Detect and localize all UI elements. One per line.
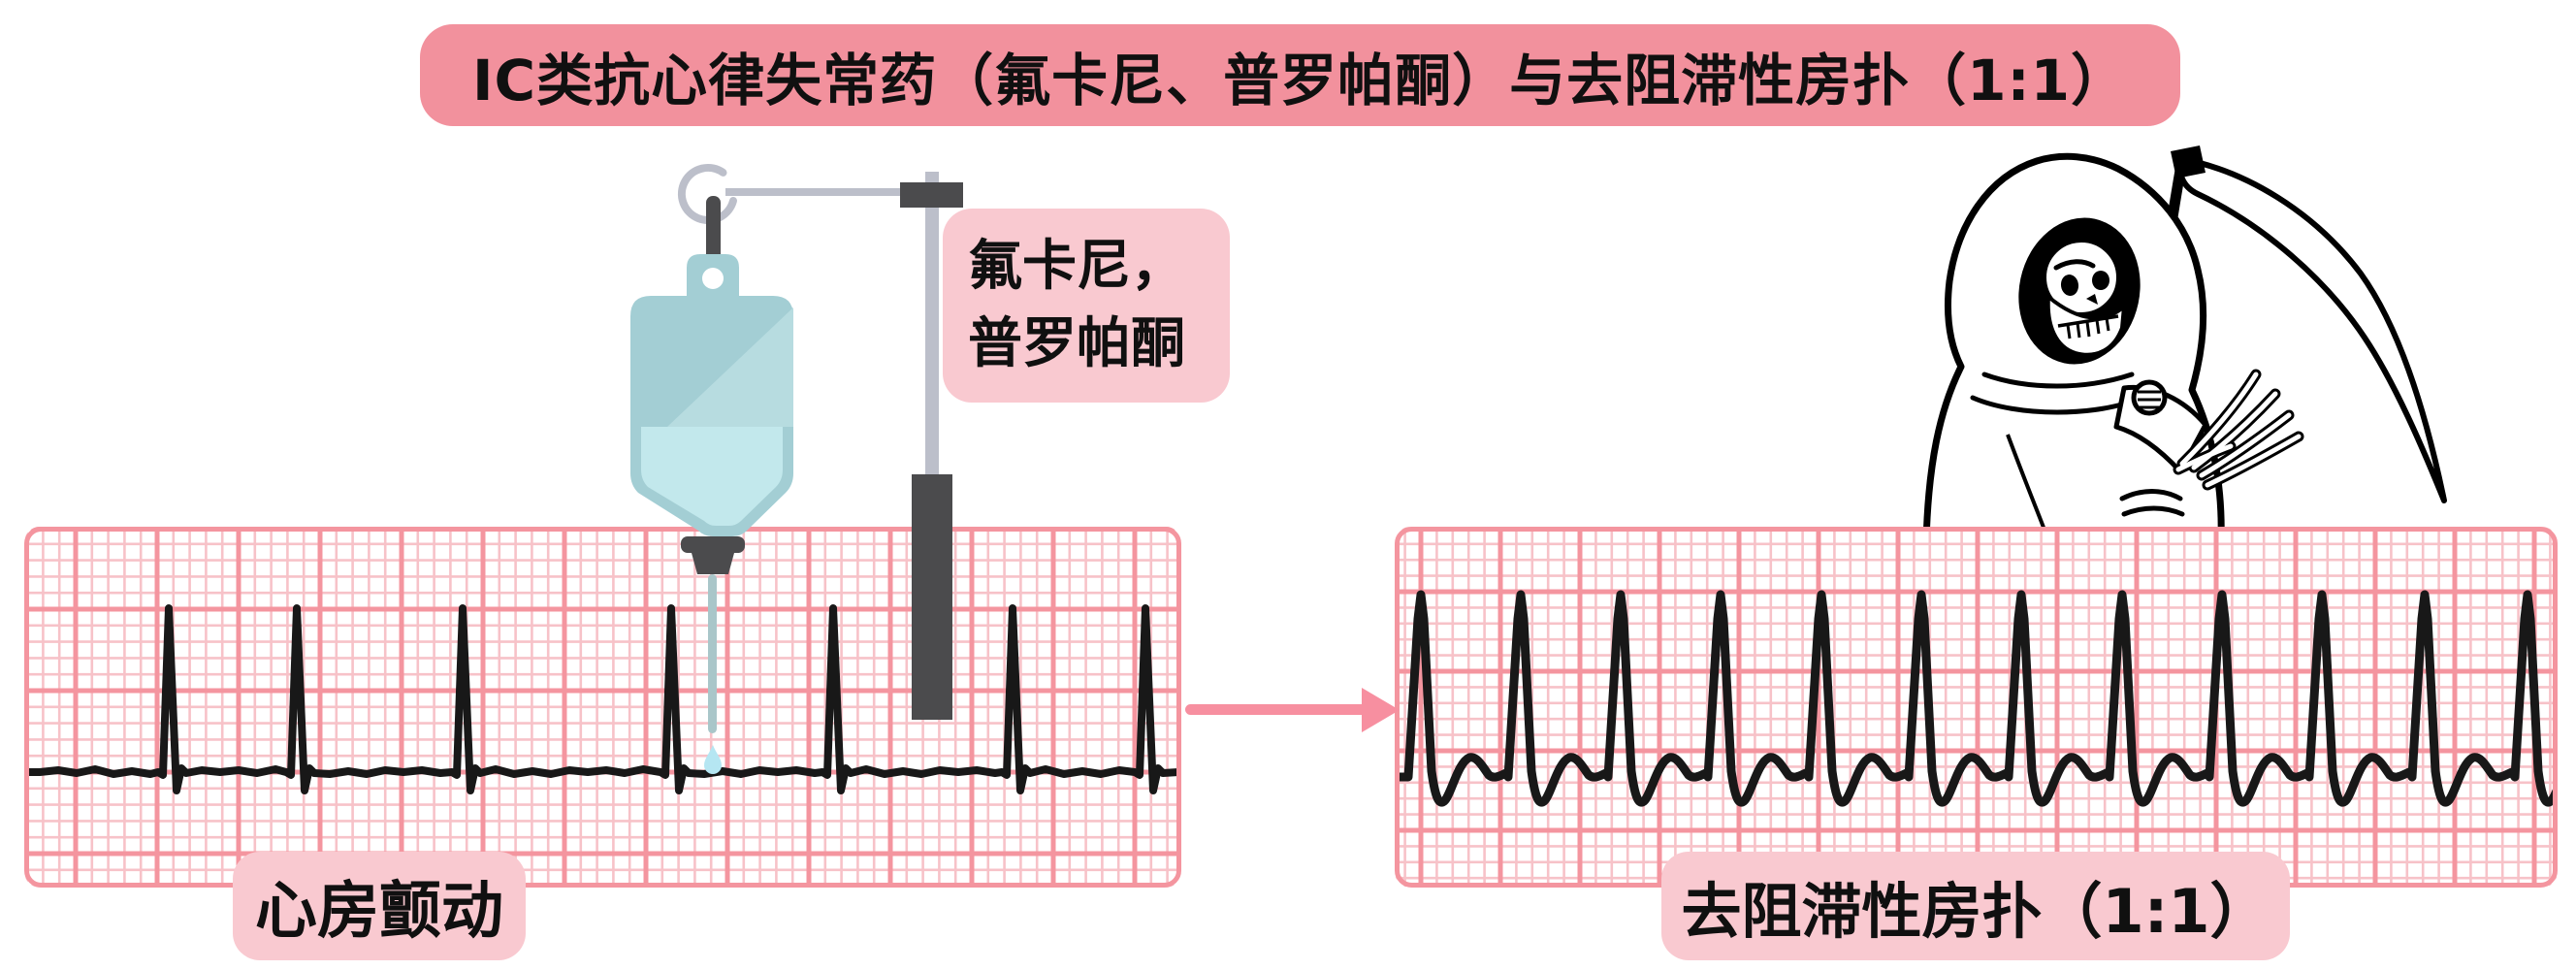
- ecg-strip-atrial-fibrillation: [24, 527, 1181, 888]
- conversion-arrow-icon: [1185, 688, 1400, 732]
- iv-pole: [925, 172, 939, 477]
- scythe-blade: [2176, 156, 2447, 503]
- skull-teeth: [2066, 317, 2110, 340]
- drip-nozzle-flange: [681, 536, 745, 553]
- iv-pole-clamp: [900, 182, 963, 208]
- drug-label-line2: 普罗帕酮: [968, 312, 1185, 375]
- grip-hand: [2131, 379, 2168, 416]
- ecg-left-caption-text: 心房颤动: [255, 876, 503, 948]
- drug-label-line1: 氟卡尼，: [968, 235, 1185, 299]
- scythe-mount: [2171, 146, 2206, 178]
- title-text: IC类抗心律失常药（氟卡尼、普罗帕酮）与去阻滞性房扑（1:1）: [471, 47, 2129, 113]
- skull-brow: [2053, 259, 2096, 271]
- robe-fold-1: [1981, 372, 2135, 389]
- skull-eye-left: [2060, 275, 2079, 296]
- iv-hook: [677, 163, 737, 224]
- ecg-left-caption: 心房颤动: [233, 852, 526, 960]
- grip-knuckles: [2138, 390, 2161, 409]
- ecg-strip-atrial-flutter: [1395, 527, 2558, 888]
- skull-jaw: [2045, 295, 2126, 357]
- ecg-trace-flutter: [1395, 590, 2558, 807]
- iv-arm: [725, 188, 929, 196]
- skull-eye-right: [2092, 271, 2109, 290]
- ecg-strip-border: [24, 527, 1181, 888]
- ecg-right-caption-text: 去阻滞性房扑（1:1）: [1681, 876, 2270, 947]
- bag-liquid: [641, 427, 783, 526]
- ecg-grid: [1395, 527, 2558, 888]
- skull-nose: [2086, 294, 2098, 305]
- iv-stand-illustration: [630, 163, 963, 774]
- title-banner: IC类抗心律失常药（氟卡尼、普罗帕酮）与去阻滞性房扑（1:1）: [420, 24, 2180, 126]
- drip-tube: [708, 574, 717, 733]
- drip-nozzle: [692, 553, 734, 574]
- skull-grin: [2057, 314, 2119, 328]
- falling-drop-icon: [704, 745, 722, 774]
- bag-tab-hole: [702, 268, 724, 289]
- ecg-trace-afib: [24, 604, 1181, 794]
- grim-reaper-illustration: [1922, 146, 2447, 543]
- drug-label: 氟卡尼， 普罗帕酮: [943, 209, 1230, 403]
- iv-pole-weight: [912, 474, 952, 720]
- bag-highlight: [667, 307, 793, 427]
- skeletal-hand: [2173, 369, 2304, 491]
- ecg-right-caption: 去阻滞性房扑（1:1）: [1661, 852, 2290, 960]
- robe-sash: [2119, 489, 2185, 517]
